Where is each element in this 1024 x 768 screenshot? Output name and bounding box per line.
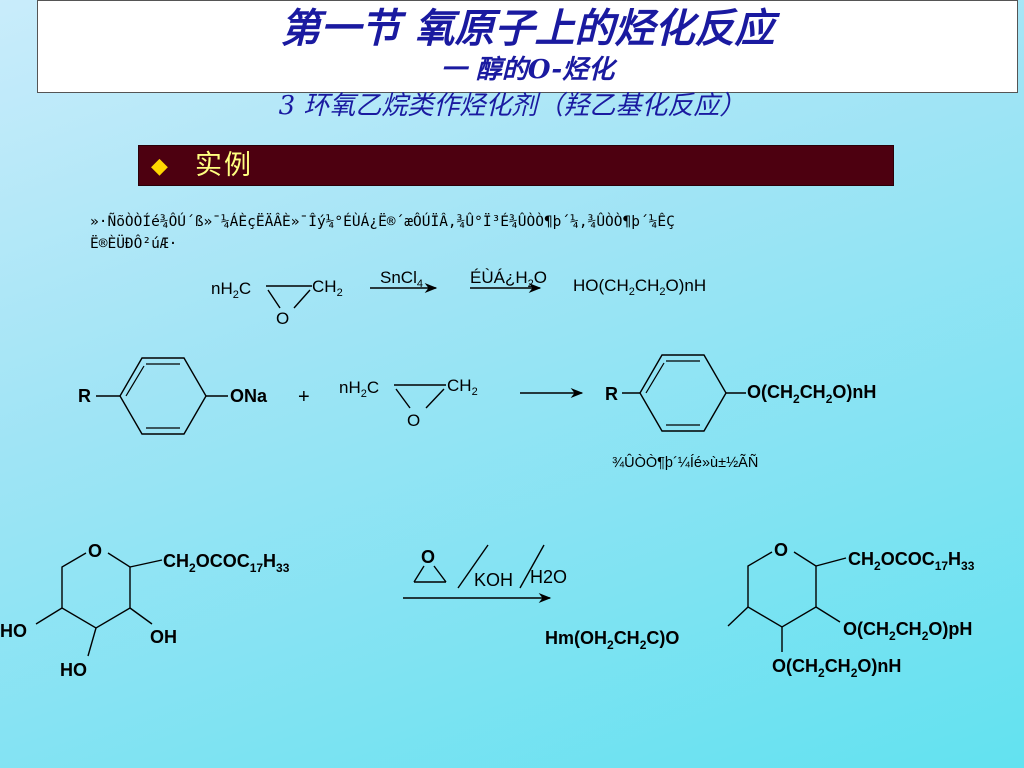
r3-separator [519,544,545,589]
r2-ring-double-bond [125,365,145,397]
r1-catalyst-water: ÉÙÁ¿H2O [470,268,547,290]
r2-product-benzene-ring [639,354,727,432]
title-box: 第一节 氧原子上的烃化反应 一 醇的O-烃化 [37,0,1018,93]
r3-product-pyranose-ring [747,551,817,628]
r3-epoxide-oxygen: O [421,547,435,567]
r2-product-chain: O(CH2CH2O)nH [747,382,876,406]
r1-ring-oxygen: O [276,309,289,328]
reaction-1: nH2C CH2 O SnCl4 ÉÙÁ¿H2O HO(CH2CH2O)nH [211,268,706,328]
r3-epoxide-bond [413,565,425,583]
r3-ho-bottom: HO [60,660,87,680]
r3-oh: OH [150,627,177,647]
r3-ring-oxygen: O [88,541,102,561]
r3-reagent-water: H2O [530,567,567,587]
example-label: 实例 [195,150,253,181]
r2-ring-bond [395,388,411,409]
r1-ch2: CH2 [312,277,343,299]
slide-title: 第一节 氧原子上的烃化反应 [280,5,775,52]
section-title: 3 环氧乙烷类作烃化剂（羟乙基化反应） [278,91,746,121]
r1-reactant-formula: nH2C [211,279,251,301]
r2-ring-double-bond [645,362,665,394]
r3-bond [87,627,97,657]
r3-reagent-koh: KOH [474,570,513,590]
r2-ring-bond [425,388,445,409]
r2-ring-oxygen: O [407,411,420,430]
r3-product-right-chain: O(CH2CH2O)pH [843,619,972,643]
r3-bond [815,606,841,623]
r3-bond [129,607,153,625]
r3-epoxide-bond [433,565,447,583]
diamond-bullet-icon: ◆ [151,153,168,178]
r1-catalyst-sncl4: SnCl4 [380,268,423,290]
r2-caption: ¾ÛÒÒ¶þ´¼Íé»ù±½ÃÑ [612,454,758,471]
r1-ring-bond [267,289,281,309]
r3-product-ester-substituent: CH2OCOC17H33 [848,549,975,573]
r2-ch2: CH2 [447,376,478,398]
r3-separator [457,544,489,589]
r3-bond [35,607,63,625]
r2-benzene-ring [119,357,207,435]
r2-plus: + [298,386,310,408]
r3-pyranose-ring [61,552,131,629]
reaction-3: O CH2OCOC17H33 HO OH HO O KOH H2O O CH2O… [0,540,975,680]
slide-subtitle: 一 醇的O-烃化 [440,55,615,85]
r3-ester-substituent: CH2OCOC17H33 [163,551,290,575]
r1-product: HO(CH2CH2O)nH [573,276,706,298]
description-line-1: »·ÑõÒÒÍé¾ÔÚ´ß»¯¼ÁÈçËÄÂÈ»¯Îý¼°ÉÙÁ¿Ë®´æÔÚÏ… [90,214,675,230]
r2-reactant-formula: nH2C [339,378,379,400]
r2-product-r-group: R [605,384,618,404]
description-line-2: Ë®ÈÜÐÔ²úÆ· [90,236,178,252]
r3-bond [815,557,847,567]
r3-bond [129,559,163,568]
reaction-2: R ONa + nH2C CH2 O R O(CH2CH2O)nH ¾ÛÒÒ¶þ… [78,354,876,471]
r3-ho-left: HO [0,621,27,641]
r3-product-ring-oxygen: O [774,540,788,560]
r3-bond [727,606,749,627]
r2-r-group: R [78,386,91,406]
r3-product-bottom-chain: O(CH2CH2O)nH [772,656,901,680]
example-banner: ◆ 实例 [138,145,894,186]
r1-ring-bond [293,289,311,309]
r3-product-left-chain: Hm(OH2CH2C)O [545,628,679,652]
r2-ona: ONa [230,386,268,406]
